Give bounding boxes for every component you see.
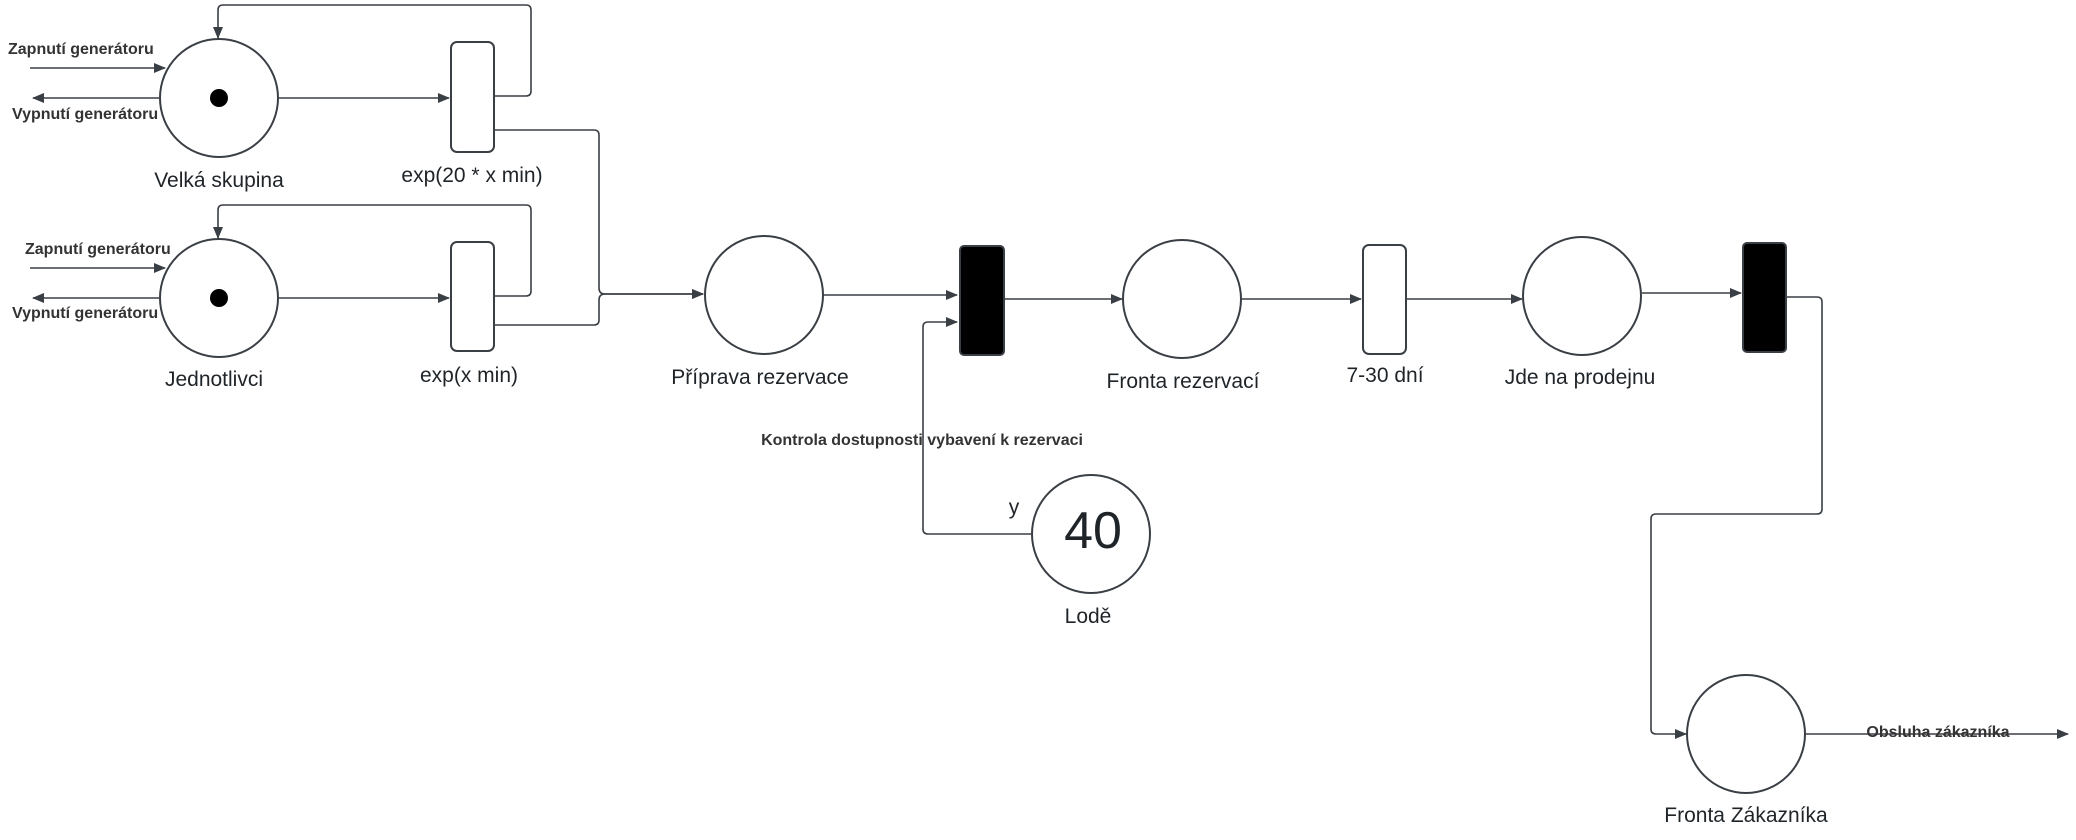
transition-days[interactable]	[1362, 244, 1407, 355]
arc-exp-group-loop	[213, 4, 532, 97]
place-jde-na-prodejnu[interactable]	[1522, 236, 1642, 356]
transition-black-1[interactable]	[959, 245, 1005, 356]
label-fronta-rezervaci: Fronta rezervací	[1107, 370, 1260, 393]
arc-lode-to-t1	[922, 317, 1031, 535]
label-jednotlivci: Jednotlivci	[165, 368, 263, 391]
token-velka-skupina	[210, 89, 228, 107]
edge-label-on-2: Zapnutí generátoru	[25, 241, 171, 258]
edge-label-off-2: Vypnutí generátoru	[12, 305, 158, 322]
label-exp-group: exp(20 * x min)	[401, 164, 542, 187]
lode-token-count: 40	[1064, 502, 1122, 560]
arc-exp-single-loop	[213, 204, 532, 297]
arc-exp-group-to-priprava	[494, 129, 704, 299]
label-exp-single: exp(x min)	[420, 364, 518, 387]
place-fronta-rezervaci[interactable]	[1122, 239, 1242, 359]
label-days: 7-30 dní	[1346, 364, 1423, 387]
arc-exp-single-to-priprava	[494, 289, 704, 326]
token-jednotlivci	[210, 289, 228, 307]
edge-label-obsluha: Obsluha zákazníka	[1866, 724, 2009, 741]
label-priprava-rezervace: Příprava rezervace	[671, 366, 848, 389]
edge-label-check: Kontrola dostupnosti vybavení k rezervac…	[761, 432, 1083, 449]
transition-black-2[interactable]	[1742, 242, 1787, 353]
place-lode[interactable]	[1031, 474, 1151, 594]
edge-label-on-1: Zapnutí generátoru	[8, 41, 154, 58]
label-velka-skupina: Velká skupina	[154, 169, 284, 192]
label-lode: Lodě	[1065, 605, 1112, 628]
transition-exp-group[interactable]	[450, 41, 495, 153]
edge-label-weight-y: y	[1009, 496, 1020, 519]
edge-label-off-1: Vypnutí generátoru	[12, 106, 158, 123]
transition-exp-single[interactable]	[450, 241, 495, 352]
arc-t2-to-fronta-zakaznika	[1650, 296, 1823, 739]
label-jde-na-prodejnu: Jde na prodejnu	[1505, 366, 1656, 389]
label-fronta-zakaznika: Fronta Zákazníka	[1664, 804, 1828, 827]
place-fronta-zakaznika[interactable]	[1686, 674, 1806, 794]
place-priprava-rezervace[interactable]	[704, 235, 824, 355]
